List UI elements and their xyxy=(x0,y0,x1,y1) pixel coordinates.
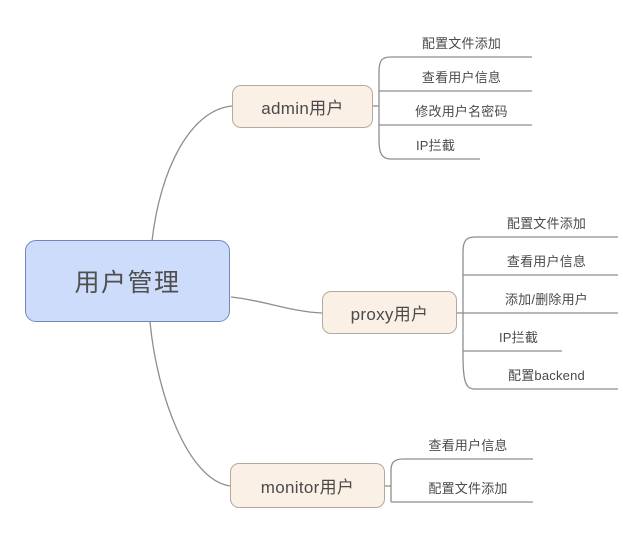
leaf-proxy-3-label: 添加/删除用户 xyxy=(504,291,588,307)
leaf-admin-3[interactable]: 修改用户名密码 xyxy=(391,95,532,125)
leaf-proxy-1-label: 配置文件添加 xyxy=(506,215,587,231)
branch-node-admin-label: admin用户 xyxy=(261,99,344,118)
edge-monitor-leaf-1 xyxy=(390,458,533,471)
leaf-monitor-1-label: 查看用户信息 xyxy=(428,437,508,453)
leaf-monitor-2-label: 配置文件添加 xyxy=(428,480,508,496)
branch-node-monitor[interactable]: monitor用户 xyxy=(230,463,385,508)
leaf-admin-2[interactable]: 查看用户信息 xyxy=(391,61,532,91)
leaf-proxy-5-label: 配置backend xyxy=(508,367,585,383)
branch-node-proxy[interactable]: proxy用户 xyxy=(322,291,457,334)
leaf-admin-4[interactable]: IP拦截 xyxy=(391,129,480,159)
leaf-monitor-2[interactable]: 配置文件添加 xyxy=(403,472,533,502)
leaf-admin-3-label: 修改用户名密码 xyxy=(415,103,508,119)
leaf-admin-1-label: 配置文件添加 xyxy=(421,35,502,51)
leaf-monitor-1[interactable]: 查看用户信息 xyxy=(403,429,533,459)
branch-node-monitor-label: monitor用户 xyxy=(260,478,355,497)
edge-root-to-monitor xyxy=(149,321,231,487)
root-node[interactable]: 用户管理 xyxy=(25,240,230,322)
leaf-proxy-2-label: 查看用户信息 xyxy=(506,253,587,269)
branch-node-admin[interactable]: admin用户 xyxy=(232,85,373,128)
leaf-admin-4-label: IP拦截 xyxy=(415,137,456,153)
branch-node-proxy-label: proxy用户 xyxy=(350,305,429,324)
leaf-proxy-4[interactable]: IP拦截 xyxy=(475,321,562,351)
edge-root-to-admin xyxy=(151,105,233,242)
leaf-proxy-1[interactable]: 配置文件添加 xyxy=(475,207,618,237)
leaf-proxy-3[interactable]: 添加/删除用户 xyxy=(475,283,618,313)
root-node-label: 用户管理 xyxy=(74,269,181,297)
leaf-proxy-2[interactable]: 查看用户信息 xyxy=(475,245,618,275)
leaf-admin-1[interactable]: 配置文件添加 xyxy=(391,27,532,57)
leaf-admin-2-label: 查看用户信息 xyxy=(421,69,502,85)
leaf-proxy-5[interactable]: 配置backend xyxy=(475,359,618,389)
edge-root-to-proxy xyxy=(230,296,323,314)
leaf-proxy-4-label: IP拦截 xyxy=(498,329,539,345)
